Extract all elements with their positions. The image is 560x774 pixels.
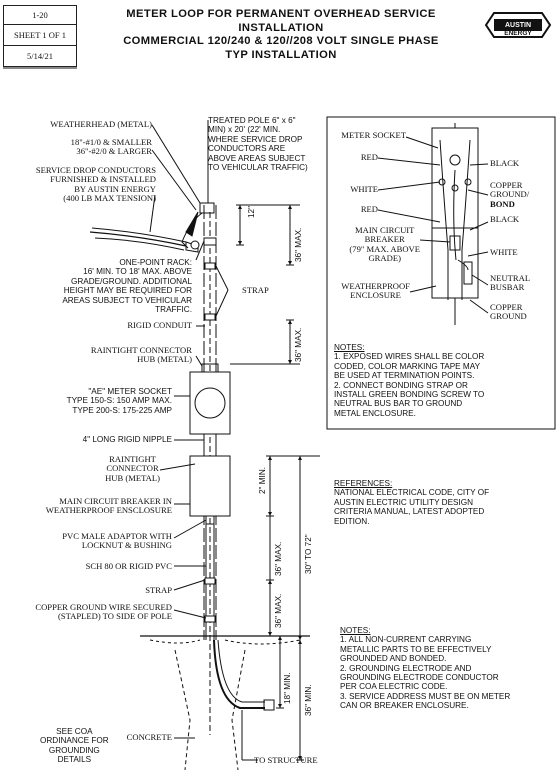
detail-red-1: RED	[360, 152, 378, 162]
svg-text:ENERGY: ENERGY	[504, 30, 532, 37]
label-ground-wire: COPPER GROUND WIRE SECURED(STAPLED) TO S…	[35, 602, 172, 622]
dim-30-to-72: 30" TO 72"	[304, 534, 313, 574]
detail-black-1: BLACK	[490, 158, 520, 168]
detail-notes: NOTES: 1. EXPOSED WIRES SHALL BE COLOR C…	[334, 343, 485, 418]
label-sch80: SCH 80 OR RIGID PVC	[85, 561, 172, 571]
label-one-point-rack: ONE-POINT RACK:16' MIN. TO 18' MAX. ABOV…	[62, 258, 192, 315]
label-strap-upper: STRAP	[242, 285, 269, 295]
label-treated-pole: TREATED POLE 6" x 6"MIN) x 20' (22' MIN.…	[208, 116, 308, 173]
drawing-title: METER LOOP FOR PERMANENT OVERHEAD SERVIC…	[123, 8, 439, 61]
general-notes: NOTES: 1. ALL NON-CURRENT CARRYING METAL…	[340, 626, 511, 711]
detail-black-2: BLACK	[490, 214, 520, 224]
label-strap-lower: STRAP	[145, 585, 172, 595]
label-rigid-nipple: 4" LONG RIGID NIPPLE	[82, 435, 172, 444]
dim-36-max-4: 36" MAX.	[274, 593, 283, 628]
dim-2-min: 2" MIN.	[258, 466, 267, 494]
detail-red-2: RED	[360, 204, 378, 214]
references: REFERENCES: NATIONAL ELECTRICAL CODE, CI…	[334, 479, 490, 526]
label-to-structure: TO STRUCTURE	[254, 755, 318, 765]
revision-date: 5/14/21	[3, 45, 77, 67]
dim-36-min: 36" MIN.	[304, 684, 313, 716]
svg-text:AUSTIN: AUSTIN	[505, 22, 531, 29]
detail-meter-socket: METER SOCKET	[341, 130, 406, 140]
label-weatherhead: WEATHERHEAD (METAL)	[50, 119, 152, 129]
label-concrete: CONCRETE	[126, 732, 172, 742]
dim-36-max-3: 36" MAX.	[274, 541, 283, 576]
dim-36-max-top: 36" MAX.	[294, 227, 303, 262]
dim-12-inch: 12"	[247, 205, 256, 218]
detail-white-1: WHITE	[350, 184, 378, 194]
dim-36-max-2: 36" MAX.	[294, 327, 303, 362]
label-rigid-conduit: RIGID CONDUIT	[127, 320, 192, 330]
austin-energy-logo: AUSTIN ENERGY	[480, 7, 556, 43]
dim-18-min: 18" MIN.	[283, 672, 292, 704]
detail-white-2: WHITE	[490, 247, 518, 257]
